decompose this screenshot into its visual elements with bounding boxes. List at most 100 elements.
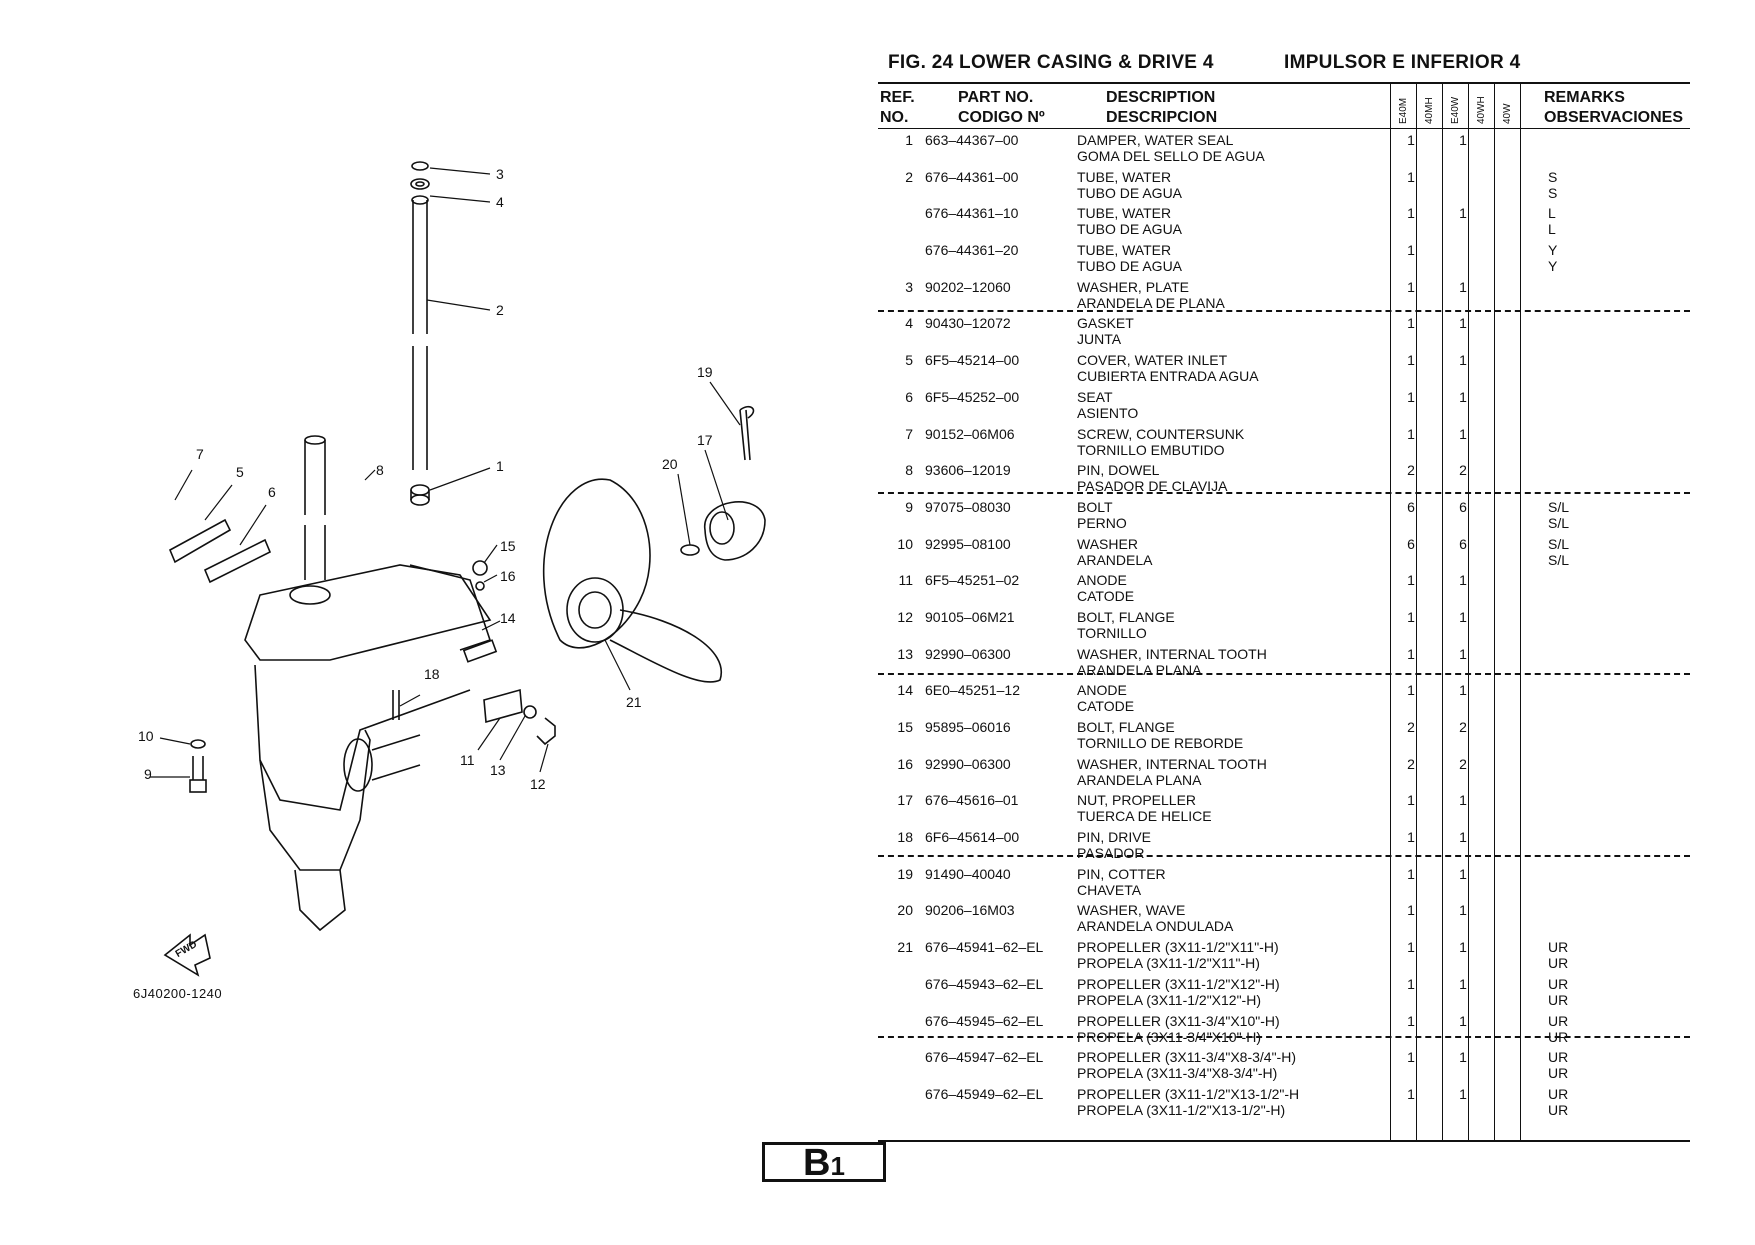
col-rule bbox=[1442, 82, 1443, 1140]
quantity: 2 bbox=[1459, 755, 1467, 772]
col-rule bbox=[1390, 82, 1391, 1140]
description-en: WASHER, WAVE bbox=[1077, 902, 1186, 919]
description-es: ARANDELA bbox=[1077, 551, 1153, 568]
group-separator bbox=[878, 492, 1690, 494]
remark-en: S/L bbox=[1548, 535, 1570, 552]
description-en: BOLT, FLANGE bbox=[1077, 608, 1175, 625]
part-number: 90206–16M03 bbox=[925, 902, 1015, 919]
quantity: 1 bbox=[1459, 572, 1467, 589]
description-es: TUERCA DE HELICE bbox=[1077, 808, 1212, 825]
quantity: 1 bbox=[1459, 975, 1467, 992]
description-es: CUBIERTA ENTRADA AGUA bbox=[1077, 368, 1259, 385]
quantity: 1 bbox=[1407, 975, 1415, 992]
ref-number: 15 bbox=[897, 719, 913, 735]
quantity: 1 bbox=[1459, 902, 1467, 919]
quantity: 1 bbox=[1459, 829, 1467, 846]
ref-number: 20 bbox=[897, 902, 913, 919]
part-number: 6F5–45214–00 bbox=[925, 352, 1020, 369]
quantity: 1 bbox=[1407, 205, 1415, 222]
description-en: COVER, WATER INLET bbox=[1077, 352, 1228, 369]
remark-es: UR bbox=[1548, 991, 1569, 1008]
quantity: 1 bbox=[1459, 1085, 1467, 1102]
quantity: 1 bbox=[1459, 1012, 1467, 1029]
description-es: TORNILLO EMBUTIDO bbox=[1077, 441, 1225, 458]
page-tag: B1 bbox=[762, 1142, 886, 1182]
description-es: GOMA DEL SELLO DE AGUA bbox=[1077, 148, 1265, 164]
col-rule bbox=[1468, 82, 1469, 1140]
ref-number: 12 bbox=[897, 608, 913, 625]
remark-es: UR bbox=[1548, 1028, 1569, 1045]
quantity: 1 bbox=[1407, 572, 1415, 589]
quantity: 1 bbox=[1407, 682, 1415, 699]
part-number: 676–45943–62–EL bbox=[925, 975, 1044, 992]
callout-1: 1 bbox=[496, 458, 504, 474]
remark-en: L bbox=[1548, 205, 1556, 222]
callout-11: 11 bbox=[460, 752, 475, 768]
part-number: 6F5–45252–00 bbox=[925, 388, 1020, 405]
ref-number: 18 bbox=[897, 829, 913, 846]
part-number: 676–44361–20 bbox=[925, 242, 1019, 259]
part-number: 676–45945–62–EL bbox=[925, 1012, 1044, 1029]
model-header-40mh: 40MH bbox=[1424, 97, 1435, 124]
description-es: ARANDELA ONDULADA bbox=[1077, 918, 1234, 935]
quantity: 2 bbox=[1459, 462, 1467, 479]
figure-title-en: FIG. 24 LOWER CASING & DRIVE 4 bbox=[888, 52, 1214, 73]
part-number: 676–45941–62–EL bbox=[925, 939, 1044, 956]
callout-14: 14 bbox=[500, 610, 516, 626]
quantity: 6 bbox=[1459, 535, 1467, 552]
description-en: NUT, PROPELLER bbox=[1077, 792, 1197, 809]
callout-12: 12 bbox=[530, 776, 546, 792]
quantity: 1 bbox=[1407, 242, 1415, 259]
remark-en: Y bbox=[1548, 242, 1558, 259]
remark-en: UR bbox=[1548, 975, 1569, 992]
remark-es: UR bbox=[1548, 1065, 1569, 1082]
quantity: 1 bbox=[1459, 132, 1467, 148]
quantity: 1 bbox=[1459, 939, 1467, 956]
quantity: 1 bbox=[1459, 608, 1467, 625]
part-number: 95895–06016 bbox=[925, 719, 1011, 735]
part-number: 676–45616–01 bbox=[925, 792, 1019, 809]
quantity: 1 bbox=[1459, 1049, 1467, 1066]
header-part: PART NO.CODIGO Nº bbox=[958, 89, 1045, 126]
description-es: ARANDELA PLANA bbox=[1077, 771, 1202, 788]
diagram-code: 6J40200-1240 bbox=[133, 986, 223, 1001]
quantity: 1 bbox=[1459, 388, 1467, 405]
group-separator bbox=[878, 673, 1690, 675]
callout-4: 4 bbox=[496, 194, 504, 210]
description-en: DAMPER, WATER SEAL bbox=[1077, 132, 1234, 148]
description-en: GASKET bbox=[1077, 315, 1134, 332]
quantity: 1 bbox=[1459, 792, 1467, 809]
description-en: PROPELLER (3X11-3/4"X10"-H) bbox=[1077, 1012, 1280, 1029]
description-en: WASHER, INTERNAL TOOTH bbox=[1077, 645, 1267, 662]
description-es: PROPELA (3X11-1/2"X12"-H) bbox=[1077, 991, 1261, 1008]
callout-16: 16 bbox=[500, 568, 516, 584]
quantity: 1 bbox=[1407, 278, 1415, 295]
quantity: 1 bbox=[1459, 682, 1467, 699]
ref-number: 4 bbox=[905, 315, 913, 332]
description-en: PROPELLER (3X11-1/2"X13-1/2"-H bbox=[1077, 1085, 1300, 1102]
description-en: SCREW, COUNTERSUNK bbox=[1077, 425, 1245, 442]
footer-rule bbox=[878, 1140, 1690, 1142]
part-number: 676–45949–62–EL bbox=[925, 1085, 1044, 1102]
ref-number: 19 bbox=[897, 865, 913, 882]
description-en: ANODE bbox=[1077, 682, 1127, 699]
description-en: TUBE, WATER bbox=[1077, 242, 1172, 259]
quantity: 1 bbox=[1407, 792, 1415, 809]
quantity: 1 bbox=[1407, 939, 1415, 956]
ref-number: 16 bbox=[897, 755, 913, 772]
quantity: 1 bbox=[1407, 315, 1415, 332]
description-es: CATODE bbox=[1077, 698, 1135, 715]
callout-6: 6 bbox=[268, 484, 276, 500]
description-es: JUNTA bbox=[1077, 331, 1122, 348]
